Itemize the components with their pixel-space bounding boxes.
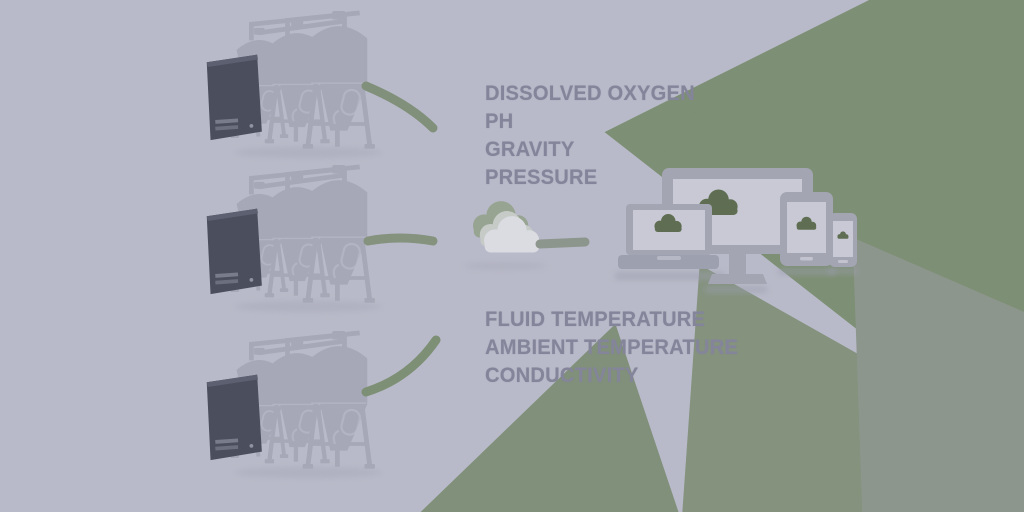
straight-arrow-right-icon <box>363 233 1024 512</box>
smartphone-icon <box>829 213 857 267</box>
curved-arrow-up-icon <box>361 0 1024 422</box>
tablet-icon <box>780 192 833 266</box>
cloud-upload-icon <box>463 201 547 270</box>
curved-arrow-down-icon <box>274 81 951 512</box>
sensor-label: PRESSURE <box>485 166 598 189</box>
tank-group-bottom <box>207 331 383 478</box>
sensor-label: GRAVITY <box>485 138 575 161</box>
devices-cluster <box>615 168 858 293</box>
sensor-label: AMBIENT TEMPERATURE <box>485 336 739 359</box>
tank-group-top <box>207 11 383 158</box>
sensor-label: FLUID TEMPERATURE <box>485 308 706 331</box>
sensor-label: CONDUCTIVITY <box>485 364 639 387</box>
laptop-icon <box>618 204 719 269</box>
sensor-label: PH <box>485 110 514 133</box>
sensor-label: DISSOLVED OXYGEN <box>485 82 695 105</box>
tank-group-middle <box>207 165 383 312</box>
cloud-to-devices-arrow-icon <box>535 237 1024 512</box>
sensor-list-top: DISSOLVED OXYGEN PH GRAVITY PRESSURE <box>485 80 695 192</box>
sensor-list-bottom: FLUID TEMPERATURE AMBIENT TEMPERATURE CO… <box>485 306 738 390</box>
